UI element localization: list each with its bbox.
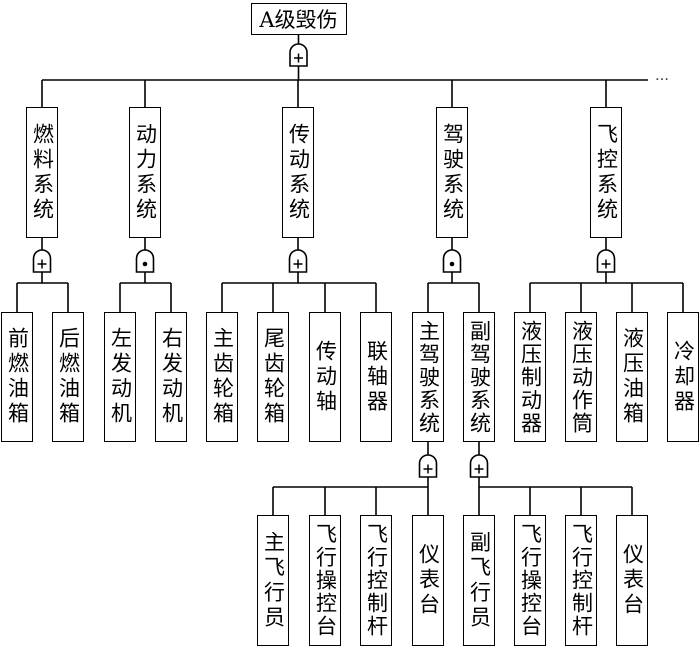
subsystem-box: 驾驶系统 (436, 107, 468, 238)
node-label: 副驾驶系统 (467, 319, 492, 435)
node-label: 仪表台 (416, 543, 441, 618)
component-box: 前燃油箱 (1, 312, 33, 442)
component-box: 后燃油箱 (52, 312, 84, 442)
node-label: 驾驶系统 (440, 122, 465, 223)
basic-event-box: 副飞行员 (463, 515, 495, 646)
node-label: 传动系统 (286, 122, 311, 223)
basic-event-box: 仪表台 (616, 515, 648, 646)
component-box: 传动轴 (309, 312, 341, 442)
basic-event-box: 飞行操控台 (514, 515, 546, 646)
component-box: 副驾驶系统 (463, 312, 495, 442)
node-label: 左发动机 (108, 327, 133, 427)
node-label: 飞行控制杆 (569, 523, 594, 638)
node-label: 燃料系统 (30, 122, 55, 223)
node-label: 主飞行员 (261, 530, 286, 631)
top-event-box: A级毁伤 (250, 3, 347, 35)
subsystem-box: 动力系统 (129, 107, 161, 238)
basic-event-box: 飞行控制杆 (360, 515, 392, 646)
and-gate-dot (142, 261, 148, 267)
node-label: 液压动作筒 (569, 319, 594, 435)
node-label: 仪表台 (620, 543, 645, 618)
node-label: 飞行操控台 (518, 523, 543, 638)
node-label: 飞行操控台 (313, 523, 338, 638)
subsystem-box: 传动系统 (282, 107, 314, 238)
basic-event-box: 飞行控制杆 (565, 515, 597, 646)
node-label: A级毁伤 (259, 8, 338, 32)
component-box: 主驾驶系统 (412, 312, 444, 442)
node-label: 前燃油箱 (5, 327, 30, 427)
node-label: 传动轴 (313, 339, 338, 415)
component-box: 冷却器 (667, 312, 699, 442)
node-label: 主驾驶系统 (416, 319, 441, 435)
node-label: 液压制动器 (518, 319, 543, 435)
or-gate-icon (596, 249, 616, 273)
or-gate-icon (469, 454, 489, 478)
component-box: 联轴器 (360, 312, 392, 442)
or-gate-icon (288, 249, 308, 273)
basic-event-box: 仪表台 (412, 515, 444, 646)
or-gate-icon (289, 43, 308, 67)
basic-event-box: 主飞行员 (257, 515, 289, 646)
component-box: 右发动机 (155, 312, 187, 442)
node-label: 联轴器 (364, 339, 389, 415)
and-gate-icon (135, 249, 155, 273)
or-gate-icon (32, 249, 52, 273)
node-label: 液压油箱 (620, 327, 645, 427)
node-label: 冷却器 (671, 339, 696, 415)
and-gate-dot (449, 261, 455, 267)
component-box: 左发动机 (104, 312, 136, 442)
component-box: 液压动作筒 (565, 312, 597, 442)
or-gate-icon (418, 454, 438, 478)
node-label: 副飞行员 (467, 530, 492, 631)
node-label: 尾齿轮箱 (261, 327, 286, 427)
node-label: 飞行控制杆 (364, 523, 389, 638)
subsystem-box: 燃料系统 (26, 107, 58, 238)
subsystem-box: 飞控系统 (590, 107, 622, 238)
basic-event-box: 飞行操控台 (309, 515, 341, 646)
node-label: 右发动机 (159, 327, 184, 427)
component-box: 尾齿轮箱 (257, 312, 289, 442)
node-label: 后燃油箱 (56, 327, 81, 427)
component-box: 主齿轮箱 (206, 312, 238, 442)
component-box: 液压油箱 (616, 312, 648, 442)
node-label: 主齿轮箱 (210, 327, 235, 427)
node-label: 飞控系统 (594, 122, 619, 223)
node-label: 动力系统 (133, 122, 158, 223)
component-box: 液压制动器 (514, 312, 546, 442)
continuation-ellipsis: … (655, 68, 670, 84)
and-gate-icon (442, 249, 462, 273)
